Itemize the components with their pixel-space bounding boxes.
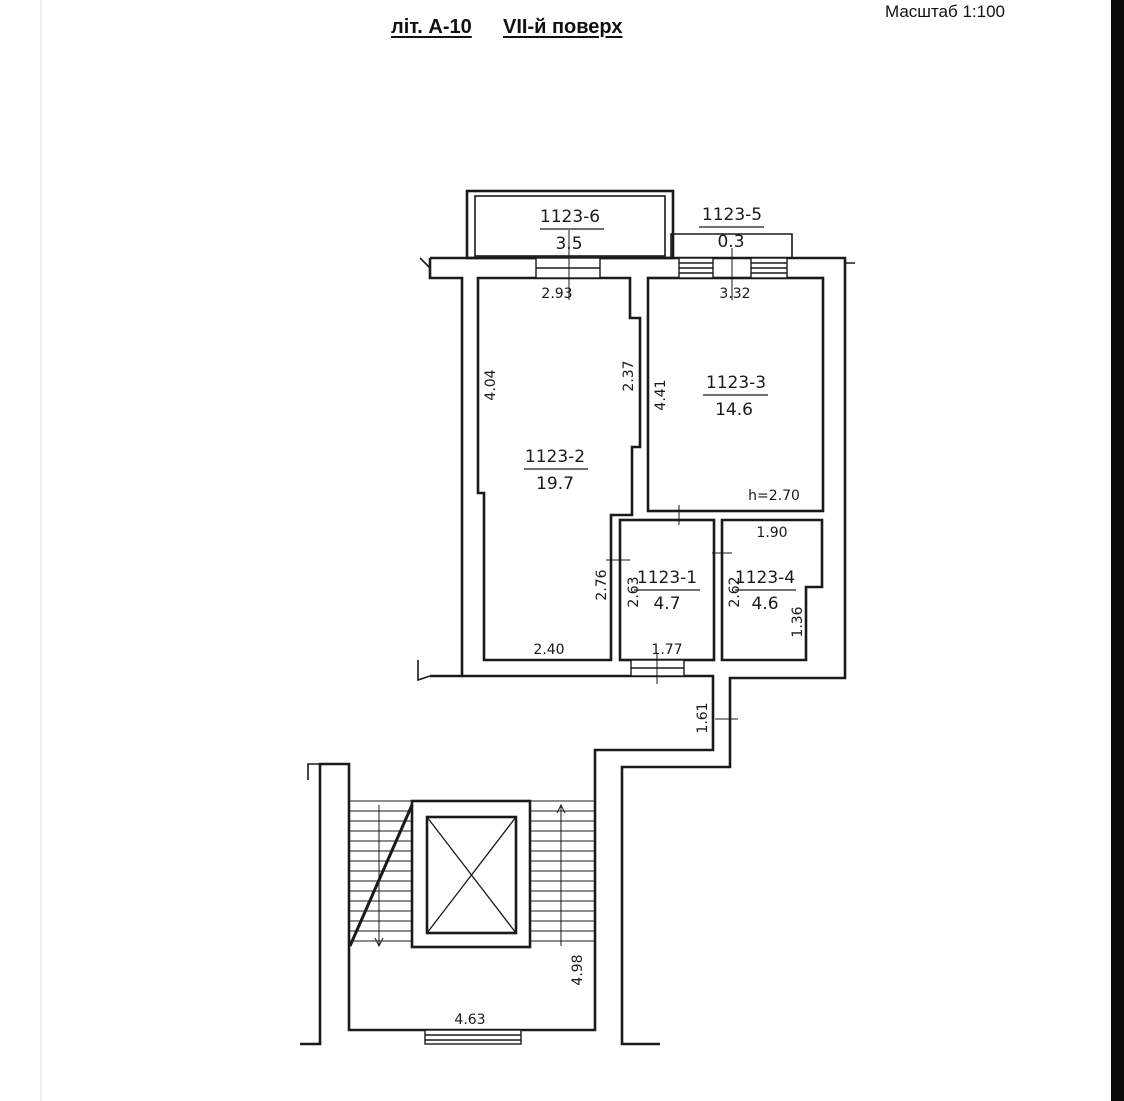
room-1123-3-outline bbox=[646, 276, 825, 513]
room-1123-6-label: 1123-6 3.5 bbox=[540, 207, 604, 254]
floor-label: VII-й поверх bbox=[503, 16, 623, 38]
window-room-3-left bbox=[678, 257, 714, 279]
dim-room4-notch: 1.36 bbox=[790, 606, 806, 637]
bay-outline bbox=[670, 233, 793, 258]
room-1123-5-label: 1123-5 0.3 bbox=[699, 205, 764, 252]
dim-room4-width: 1.90 bbox=[756, 525, 787, 541]
room-1123-4-outline bbox=[720, 518, 824, 662]
scan-right-edge bbox=[1111, 0, 1124, 1101]
svg-text:1123-5: 1123-5 bbox=[702, 205, 762, 225]
room-1123-3-label: 1123-3 14.6 bbox=[703, 373, 768, 420]
room-1123-2-outline bbox=[476, 276, 642, 662]
dim-room2-width-bottom: 2.40 bbox=[533, 642, 564, 658]
dim-room4-height: 2.62 bbox=[727, 576, 743, 607]
window-room-3-right bbox=[750, 257, 788, 279]
elevator-cross-b bbox=[426, 816, 517, 934]
svg-text:4.7: 4.7 bbox=[653, 594, 680, 614]
dim-corridor-length: 1.61 bbox=[695, 702, 711, 733]
svg-text:4.6: 4.6 bbox=[751, 594, 778, 614]
elevator-shaft-outer bbox=[410, 799, 532, 949]
svg-text:1123-4: 1123-4 bbox=[735, 568, 795, 588]
corridor-wall bbox=[300, 674, 715, 1046]
scan-left-edge bbox=[40, 0, 42, 1101]
dim-room3-width-top: 3.32 bbox=[719, 286, 750, 302]
elevator-cabin bbox=[425, 815, 518, 935]
room-1123-1-label: 1123-1 4.7 bbox=[634, 568, 700, 614]
building-label: літ. А-10 bbox=[391, 16, 472, 38]
dim-room1-width: 1.77 bbox=[651, 642, 682, 658]
svg-text:14.6: 14.6 bbox=[715, 400, 753, 420]
svg-text:1123-2: 1123-2 bbox=[525, 447, 585, 467]
stair-flight-right bbox=[530, 800, 595, 946]
svg-text:1123-6: 1123-6 bbox=[540, 207, 600, 227]
stair-flight-left bbox=[348, 800, 414, 948]
svg-text:1123-3: 1123-3 bbox=[706, 373, 766, 393]
room-1123-2-label: 1123-2 19.7 bbox=[524, 447, 588, 494]
dim-stair-height: 4.98 bbox=[570, 954, 586, 985]
dim-stair-width: 4.63 bbox=[454, 1012, 485, 1028]
dim-room3-height: 4.41 bbox=[653, 379, 669, 410]
dim-ceiling-height: h=2.70 bbox=[748, 488, 800, 504]
scale-label: Масштаб 1:100 bbox=[885, 2, 1005, 21]
svg-text:1123-1: 1123-1 bbox=[637, 568, 697, 588]
dimension-ticks bbox=[568, 230, 738, 720]
svg-text:0.3: 0.3 bbox=[717, 232, 744, 252]
dim-room1-height: 2.63 bbox=[626, 576, 642, 607]
svg-text:19.7: 19.7 bbox=[536, 474, 574, 494]
window-room-2 bbox=[535, 257, 601, 279]
window-stair bbox=[424, 1029, 522, 1045]
outer-wall bbox=[428, 256, 847, 1046]
dim-room2-notch-height: 2.37 bbox=[621, 360, 637, 391]
dim-room2-lower-height: 2.76 bbox=[594, 569, 610, 600]
dim-room2-height: 4.04 bbox=[483, 369, 499, 400]
dim-room2-width-top: 2.93 bbox=[541, 286, 572, 302]
room-1123-4-label: 1123-4 4.6 bbox=[735, 568, 796, 614]
plan-title: літ. А-10 VII-й поверх bbox=[0, 16, 1124, 46]
